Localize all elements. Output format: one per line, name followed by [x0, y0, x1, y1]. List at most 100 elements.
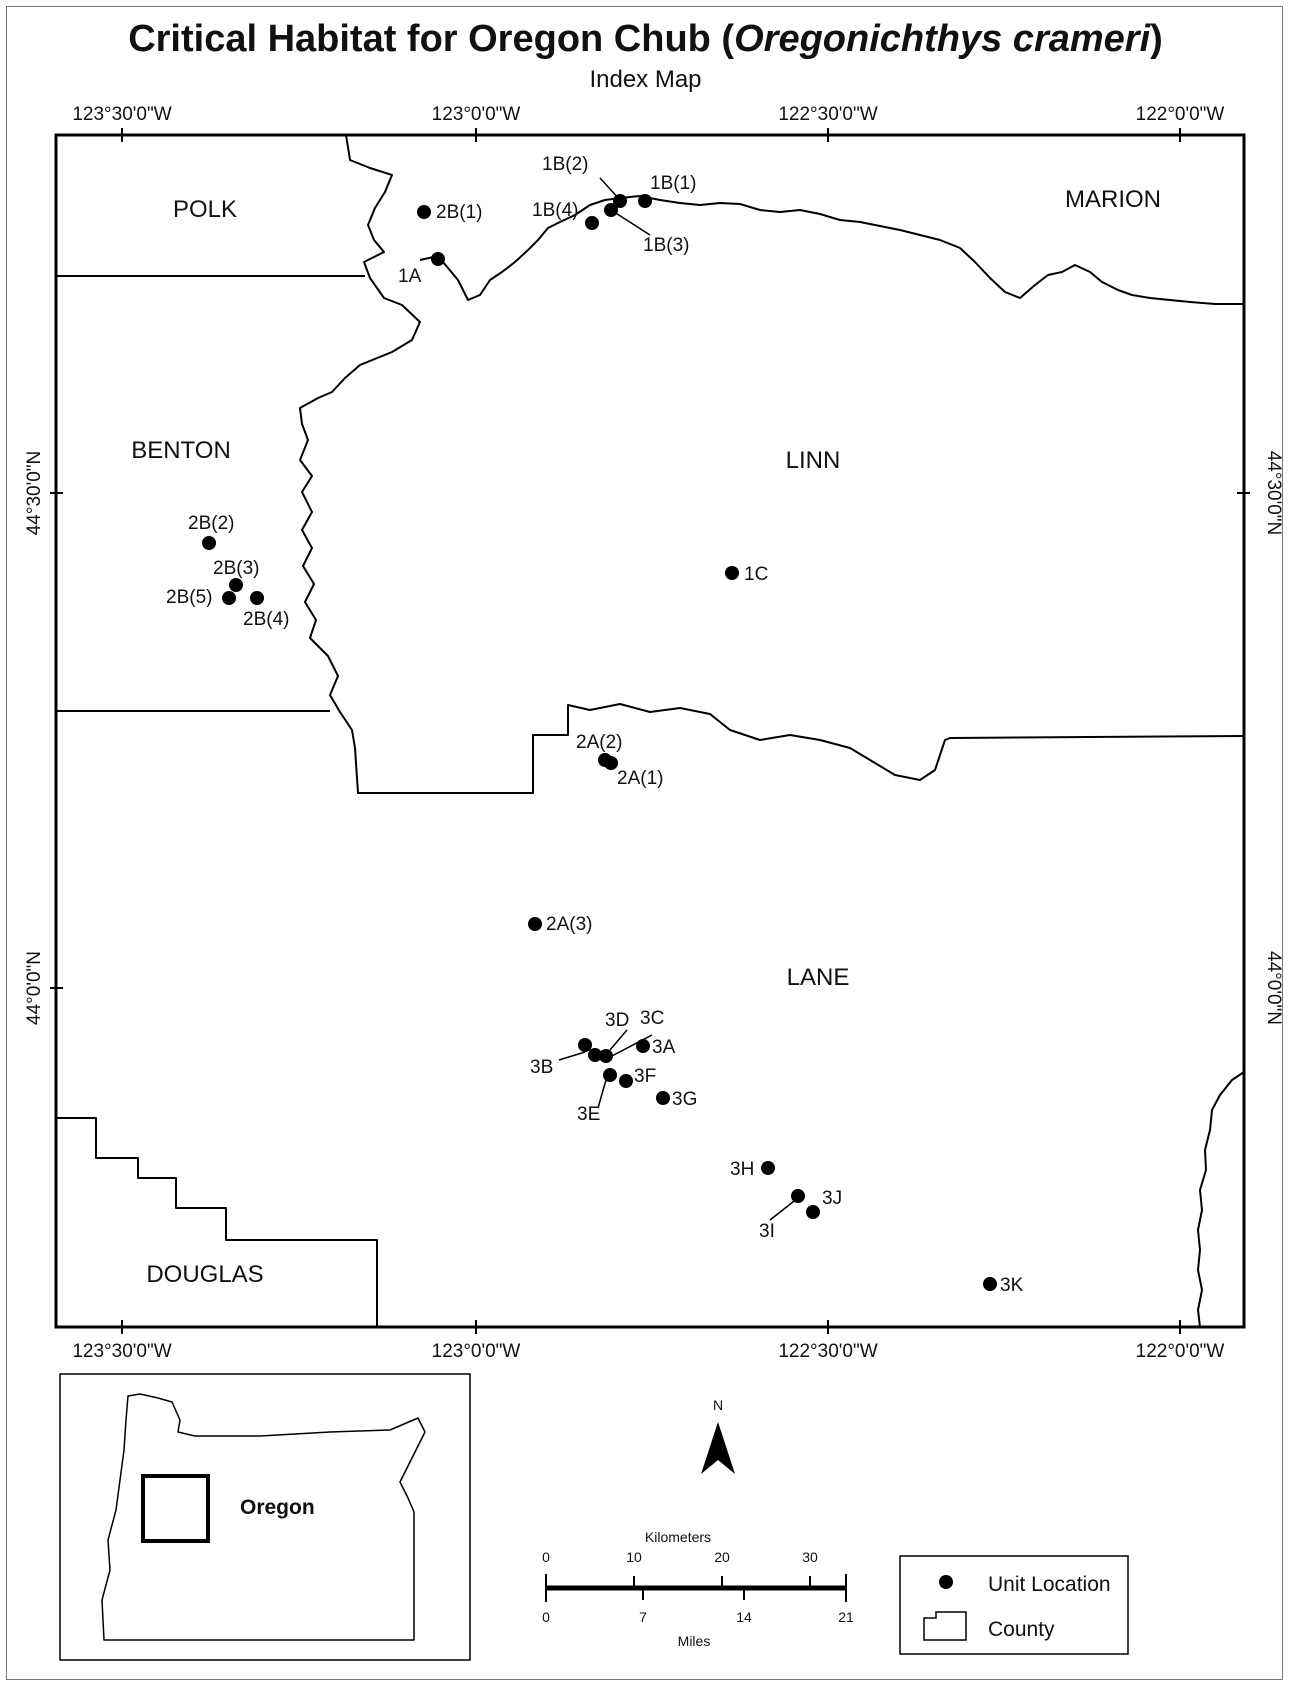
- title-close: ): [1150, 18, 1163, 60]
- scale-bar: [545, 1574, 847, 1602]
- lat-tick-left-2: 44°0'0"N: [24, 951, 45, 1025]
- unit-label-1c: 1C: [744, 564, 768, 585]
- unit-label-3b: 3B: [530, 1057, 553, 1078]
- unit-label-3e: 3E: [577, 1104, 600, 1125]
- unit-label-3a: 3A: [652, 1037, 676, 1058]
- unit-label-2a2: 2A(2): [576, 732, 622, 753]
- lon-tick-bottom-2: 123°0'0"W: [432, 1341, 521, 1362]
- title-species: Oregonichthys crameri: [734, 18, 1151, 60]
- lon-tick-top-2: 123°0'0"W: [432, 104, 521, 125]
- county-label-benton: BENTON: [131, 437, 231, 464]
- scale-km-tick-10: 10: [626, 1549, 642, 1565]
- county-label-marion: MARION: [1065, 186, 1161, 213]
- lon-tick-bottom-4: 122°0'0"W: [1136, 1341, 1225, 1362]
- scale-mi-tick-7: 7: [639, 1609, 647, 1625]
- scale-mi-tick-21: 21: [838, 1609, 854, 1625]
- lon-tick-top-4: 122°0'0"W: [1136, 104, 1225, 125]
- map-subtitle: Index Map: [589, 66, 702, 93]
- county-label-polk: POLK: [173, 196, 237, 223]
- unit-point-1b3: [604, 203, 618, 217]
- unit-point-3k: [983, 1277, 997, 1291]
- inset-label-oregon: Oregon: [240, 1496, 315, 1519]
- county-label-douglas: DOUGLAS: [146, 1261, 263, 1288]
- lat-tick-right-1: 44°30'0"N: [1263, 451, 1284, 536]
- map-frame: [54, 133, 1246, 1329]
- unit-label-2b5: 2B(5): [166, 587, 212, 608]
- unit-label-3d: 3D: [605, 1010, 629, 1031]
- scale-km-title: Kilometers: [645, 1529, 711, 1545]
- unit-points: [202, 194, 997, 1291]
- unit-label-1b2: 1B(2): [542, 154, 588, 175]
- unit-label-3j: 3J: [822, 1188, 842, 1209]
- lane-east-boundary: [1197, 1071, 1245, 1328]
- county-label-linn: LINN: [786, 447, 841, 474]
- unit-label-3g: 3G: [672, 1089, 697, 1110]
- north-arrow-label: N: [713, 1397, 723, 1413]
- unit-label-2b4: 2B(4): [243, 609, 289, 630]
- legend-unit-symbol: [939, 1575, 953, 1589]
- unit-label-3c: 3C: [640, 1008, 664, 1029]
- unit-point-2a3: [528, 917, 542, 931]
- scale-km-tick-0: 0: [542, 1549, 550, 1565]
- legend-unit-location: Unit Location: [988, 1573, 1111, 1596]
- lon-tick-bottom-1: 123°30'0"W: [72, 1341, 171, 1362]
- scale-mi-tick-0: 0: [542, 1609, 550, 1625]
- map-title: Critical Habitat for Oregon Chub (Oregon…: [0, 18, 1291, 61]
- lon-tick-top-1: 123°30'0"W: [72, 104, 171, 125]
- unit-point-3e: [603, 1068, 617, 1082]
- unit-point-2b1: [417, 205, 431, 219]
- unit-point-3g: [656, 1091, 670, 1105]
- unit-point-2b5: [222, 591, 236, 605]
- unit-point-1b2: [613, 194, 627, 208]
- unit-label-1a: 1A: [398, 266, 422, 287]
- unit-point-2a2: [598, 753, 612, 767]
- title-main: Critical Habitat for Oregon Chub (: [128, 18, 735, 60]
- unit-point-3h: [761, 1161, 775, 1175]
- unit-point-3c: [599, 1049, 613, 1063]
- douglas-boundary: [56, 1117, 378, 1327]
- county-boundaries: [55, 134, 1245, 1328]
- lon-tick-bottom-3: 122°30'0"W: [778, 1341, 877, 1362]
- unit-label-2b2: 2B(2): [188, 513, 234, 534]
- unit-label-1b3: 1B(3): [643, 235, 689, 256]
- north-arrow-icon: [701, 1422, 735, 1474]
- unit-label-3f: 3F: [634, 1066, 656, 1087]
- unit-label-2b3: 2B(3): [213, 558, 259, 579]
- scale-km-tick-20: 20: [714, 1549, 730, 1565]
- page-frame: [6, 6, 1283, 1680]
- linn-marion-boundary: [419, 195, 1244, 305]
- linn-west-south-boundary: [299, 134, 1245, 794]
- unit-point-3f: [619, 1074, 633, 1088]
- unit-point-2b4: [250, 591, 264, 605]
- inset-extent-box: [141, 1474, 210, 1543]
- unit-point-1c: [725, 566, 739, 580]
- county-label-lane: LANE: [787, 964, 850, 991]
- unit-point-3d: [588, 1048, 602, 1062]
- scale-mi-title: Miles: [678, 1633, 711, 1649]
- unit-label-2b1: 2B(1): [436, 202, 482, 223]
- unit-label-1b4: 1B(4): [532, 200, 578, 221]
- unit-label-2a1: 2A(1): [617, 768, 663, 789]
- unit-point-3i: [791, 1189, 805, 1203]
- lat-tick-right-2: 44°0'0"N: [1263, 951, 1284, 1025]
- unit-point-1a: [431, 252, 445, 266]
- scale-km-tick-30: 30: [802, 1549, 818, 1565]
- unit-label-3k: 3K: [1000, 1275, 1024, 1296]
- lat-tick-left-1: 44°30'0"N: [24, 451, 45, 536]
- oregon-outline: [101, 1393, 426, 1641]
- leader-lines: [558, 177, 799, 1221]
- scale-mi-tick-14: 14: [736, 1609, 752, 1625]
- unit-point-3j: [806, 1205, 820, 1219]
- unit-point-3b: [578, 1038, 592, 1052]
- unit-label-2a3: 2A(3): [546, 914, 592, 935]
- unit-point-2b2: [202, 536, 216, 550]
- unit-point-1b4: [585, 216, 599, 230]
- unit-point-2b3: [229, 578, 243, 592]
- unit-label-3i: 3I: [759, 1221, 775, 1242]
- legend-county-symbol: [923, 1611, 967, 1641]
- lon-tick-top-3: 122°30'0"W: [778, 104, 877, 125]
- unit-label-1b1: 1B(1): [650, 173, 696, 194]
- legend-county: County: [988, 1618, 1055, 1641]
